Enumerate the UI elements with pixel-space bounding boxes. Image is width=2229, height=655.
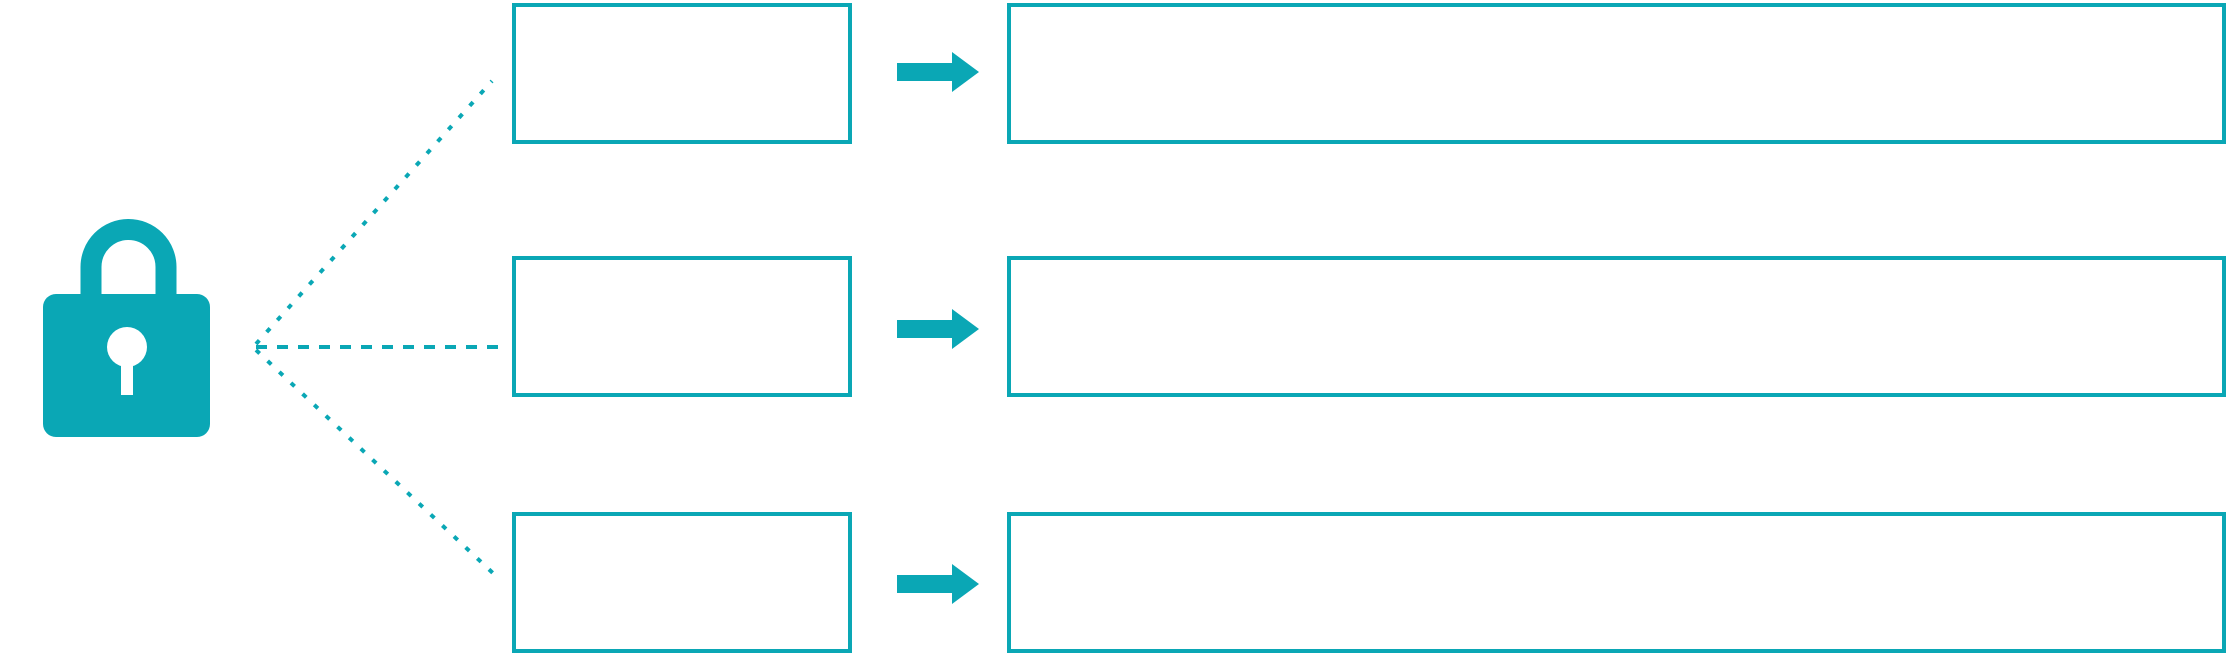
lock-icon: [43, 219, 210, 437]
detail-box-2: [1007, 256, 2226, 397]
connector-line-top: [254, 79, 494, 346]
category-box-3: [512, 512, 852, 653]
lock-body: [43, 294, 210, 437]
category-box-2: [512, 256, 852, 397]
arrow-right-icon: [897, 309, 979, 349]
arrow-right-icon: [897, 52, 979, 92]
lock-keyhole-stem: [121, 352, 133, 395]
lock-keyhole-circle: [107, 327, 147, 367]
connector-line-bottom: [254, 348, 498, 578]
category-box-1: [512, 3, 852, 144]
detail-box-1: [1007, 3, 2226, 144]
lock-shackle: [80, 219, 177, 305]
detail-box-3: [1007, 512, 2226, 653]
arrow-right-icon: [897, 564, 979, 604]
